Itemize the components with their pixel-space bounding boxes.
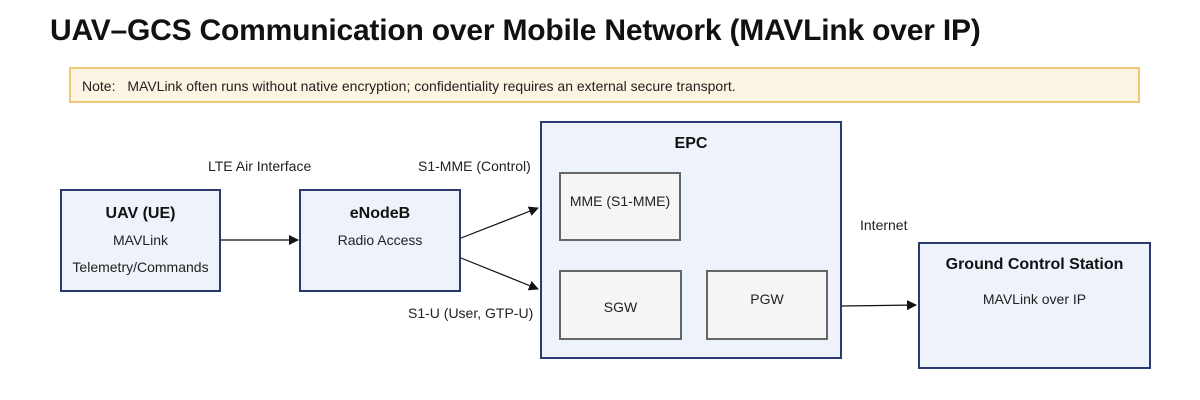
- uav-node[interactable]: UAV (UE) MAVLink Telemetry/Commands: [60, 189, 221, 292]
- note-banner: Note: MAVLink often runs without native …: [69, 67, 1140, 103]
- mme-label: MME (S1-MME): [569, 192, 671, 209]
- gcs-title: Ground Control Station: [945, 256, 1124, 273]
- note-text: MAVLink often runs without native encryp…: [127, 78, 736, 94]
- pgw-node[interactable]: PGW: [706, 270, 828, 340]
- edge-label-internet: Internet: [860, 217, 908, 233]
- sgw-node[interactable]: SGW: [559, 270, 682, 340]
- edge-label-lte: LTE Air Interface: [208, 158, 312, 174]
- enodeb-sub: Radio Access: [337, 232, 423, 248]
- gcs-node[interactable]: Ground Control Station MAVLink over IP: [918, 242, 1151, 369]
- note-label: Note:: [82, 78, 116, 94]
- enodeb-title: eNodeB: [349, 205, 411, 222]
- mme-node[interactable]: MME (S1-MME): [559, 172, 681, 241]
- pgw-label: PGW: [750, 291, 784, 307]
- gcs-sub: MAVLink over IP: [982, 291, 1087, 307]
- edge-label-s1-mme: S1-MME (Control): [418, 158, 531, 174]
- edge-label-s1-u: S1-U (User, GTP-U): [408, 305, 534, 321]
- enodeb-node[interactable]: eNodeB Radio Access: [299, 189, 461, 292]
- uav-line2: Telemetry/Commands: [72, 259, 209, 275]
- diagram-title: UAV–GCS Communication over Mobile Networ…: [50, 14, 981, 47]
- edge-enodeb-sgw: [460, 257, 539, 291]
- uav-title: UAV (UE): [105, 205, 176, 222]
- epc-title: EPC: [674, 135, 708, 152]
- edge-enodeb-mme: [460, 206, 539, 239]
- uav-line1: MAVLink: [113, 232, 168, 248]
- edge-pgw-gcs: [841, 300, 917, 311]
- sgw-label: SGW: [603, 299, 638, 315]
